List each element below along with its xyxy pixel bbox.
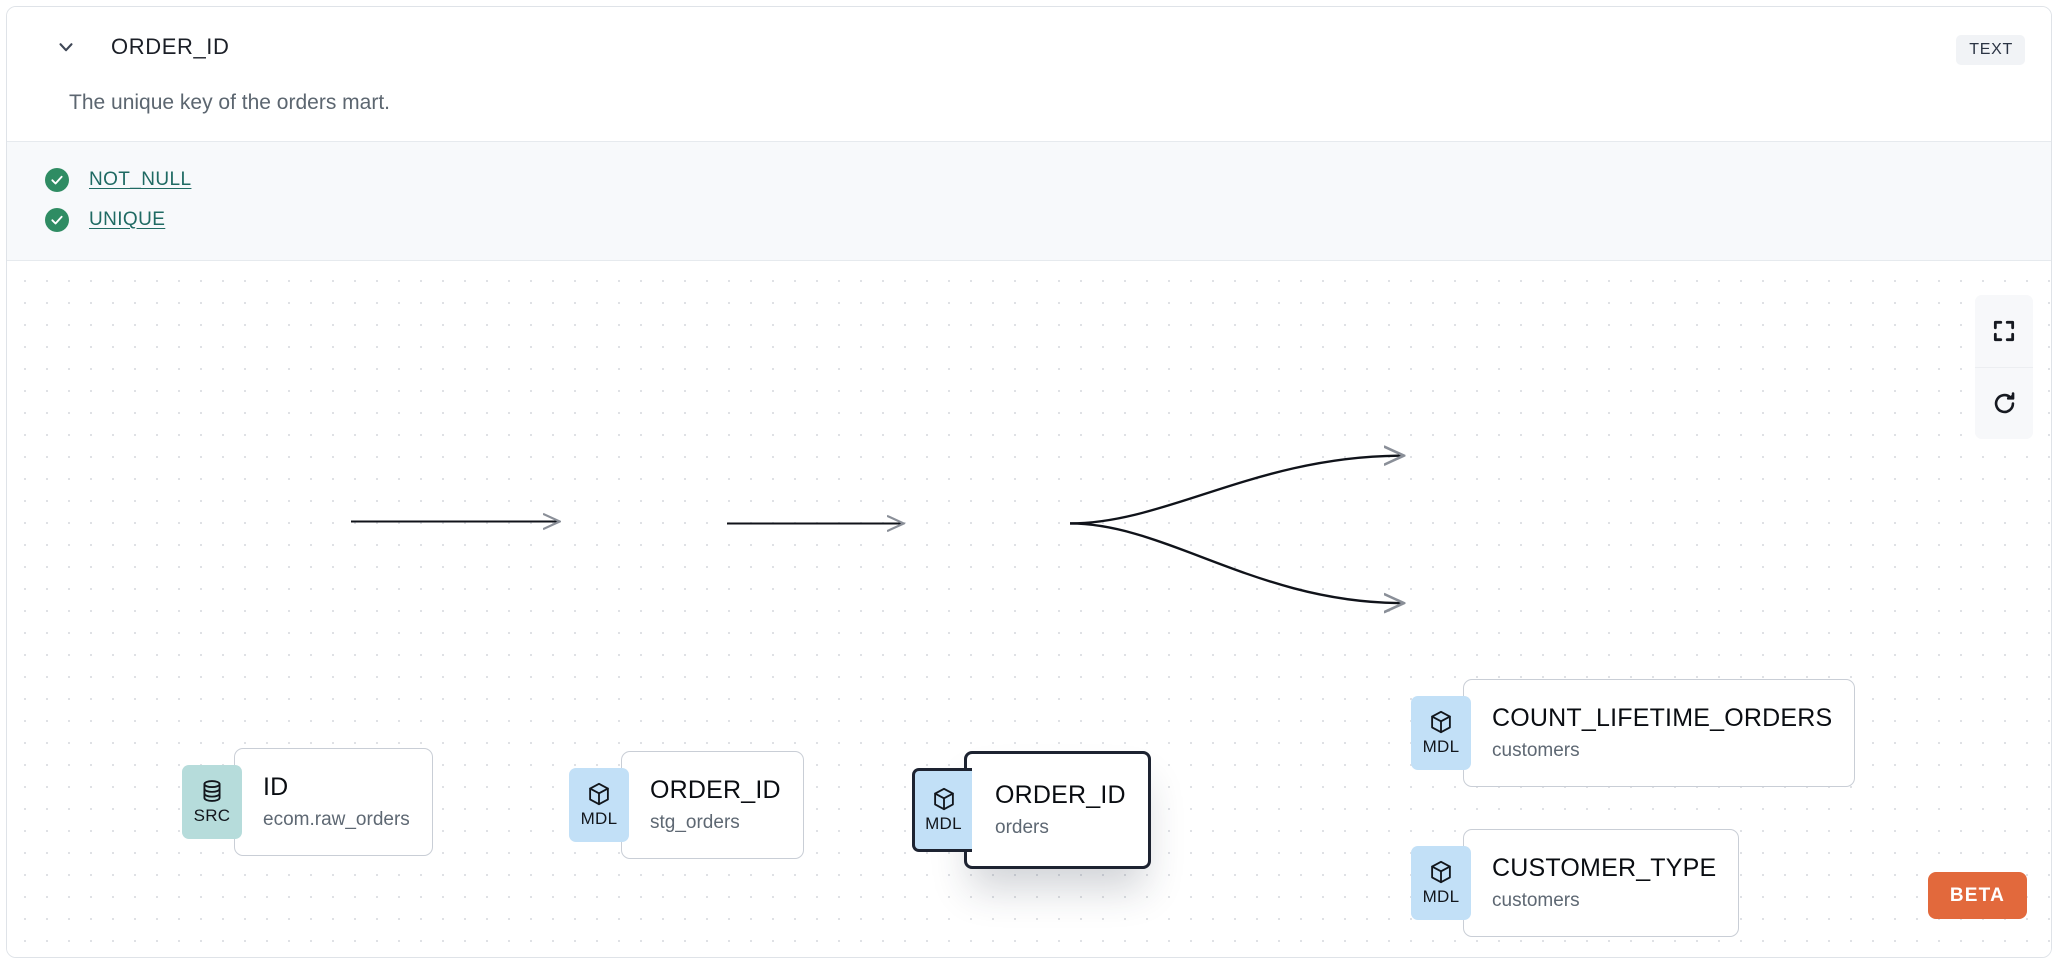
node-badge-mdl: MDL [1411, 846, 1471, 920]
node-table-name: ecom.raw_orders [263, 809, 410, 830]
beta-badge[interactable]: BETA [1927, 872, 2027, 919]
node-body: ORDER_ID orders [964, 751, 1151, 869]
type-badge: TEXT [1956, 35, 2025, 65]
page-title: ORDER_ID [111, 34, 230, 59]
node-badge-label: MDL [1422, 737, 1460, 756]
lineage-node-src-id[interactable]: SRC ID ecom.raw_orders [182, 748, 433, 856]
node-body: CUSTOMER_TYPE customers [1463, 829, 1740, 937]
refresh-icon [1994, 392, 2014, 414]
lineage-node-customer-type[interactable]: MDL CUSTOMER_TYPE customers [1411, 829, 1740, 937]
test-link-unique[interactable]: UNIQUE [89, 209, 166, 230]
column-description: The unique key of the orders mart. [69, 91, 390, 114]
node-table-name: orders [995, 817, 1049, 838]
canvas-controls [1975, 295, 2033, 439]
node-column-name: CUSTOMER_TYPE [1492, 854, 1717, 882]
node-body: ID ecom.raw_orders [234, 748, 433, 856]
node-badge-label: SRC [193, 806, 231, 825]
node-column-name: ORDER_ID [650, 776, 781, 804]
test-row: UNIQUE [7, 200, 2051, 240]
node-badge-mdl: MDL [912, 768, 972, 852]
panel-header: ORDER_ID TEXT The unique key of the orde… [7, 7, 2051, 141]
node-table-name: customers [1492, 740, 1580, 761]
column-detail-panel: ORDER_ID TEXT The unique key of the orde… [6, 6, 2052, 958]
cube-icon [1431, 710, 1451, 734]
node-column-name: ORDER_ID [995, 781, 1126, 809]
check-circle-icon [45, 168, 69, 192]
chevron-down-icon[interactable] [53, 34, 79, 60]
cube-icon [1431, 860, 1451, 884]
fullscreen-icon [1993, 320, 2015, 342]
database-icon [203, 780, 221, 802]
node-badge-label: MDL [580, 809, 618, 828]
test-link-not-null[interactable]: NOT_NULL [89, 169, 192, 190]
refresh-button[interactable] [1975, 367, 2033, 439]
check-circle-icon [45, 208, 69, 232]
edge-ord-cnt [1069, 456, 1403, 525]
node-table-name: stg_orders [650, 812, 740, 833]
node-body: ORDER_ID stg_orders [621, 751, 804, 859]
edge-ord-cust [1069, 522, 1403, 603]
node-badge-src: SRC [182, 765, 242, 839]
fit-view-button[interactable] [1975, 295, 2033, 367]
lineage-canvas[interactable]: SRC ID ecom.raw_orders MDL ORDER_ID stg_… [7, 261, 2051, 957]
lineage-node-count-lifetime-orders[interactable]: MDL COUNT_LIFETIME_ORDERS customers [1411, 679, 1856, 787]
node-badge-label: MDL [925, 814, 962, 833]
node-badge-mdl: MDL [1411, 696, 1471, 770]
lineage-node-orders-order-id-selected[interactable]: MDL ORDER_ID orders [912, 751, 1151, 869]
tests-section: NOT_NULL UNIQUE [7, 141, 2051, 261]
node-badge-mdl: MDL [569, 768, 629, 842]
node-column-name: ID [263, 773, 289, 801]
cube-icon [589, 782, 609, 806]
test-row: NOT_NULL [7, 160, 2051, 200]
node-body: COUNT_LIFETIME_ORDERS customers [1463, 679, 1856, 787]
node-column-name: COUNT_LIFETIME_ORDERS [1492, 704, 1833, 732]
cube-icon [933, 787, 954, 811]
lineage-node-stg-order-id[interactable]: MDL ORDER_ID stg_orders [569, 751, 804, 859]
node-badge-label: MDL [1422, 887, 1460, 906]
node-table-name: customers [1492, 890, 1580, 911]
